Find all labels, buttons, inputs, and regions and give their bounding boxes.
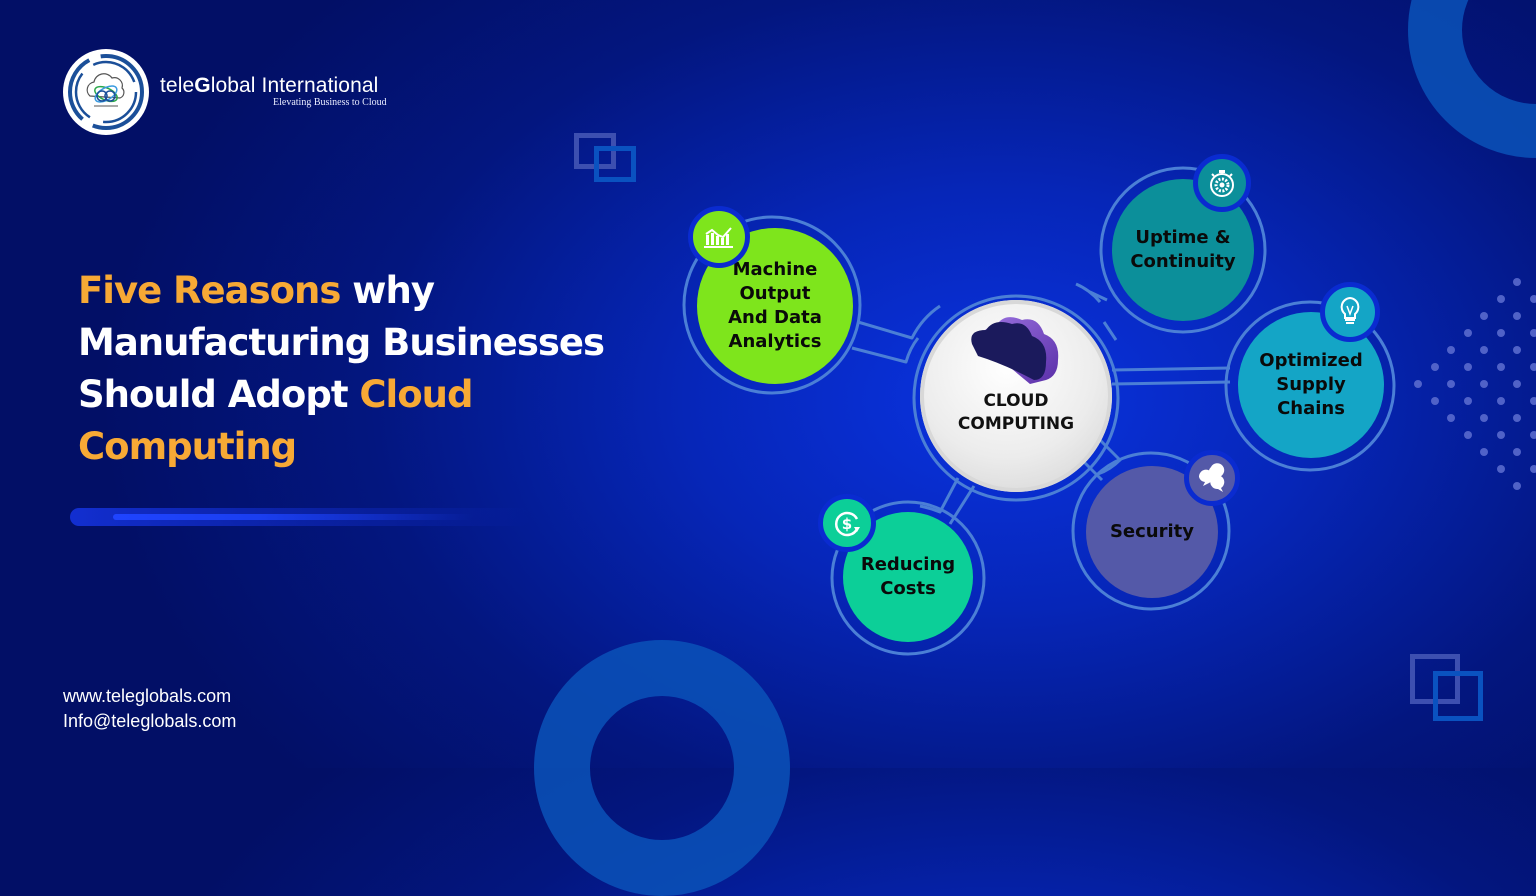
center-node-cloud-computing[interactable]: CLOUD COMPUTING [920,300,1112,492]
center-node-label: CLOUD COMPUTING [958,390,1074,436]
node-label-line: Costs [861,577,955,601]
node-label-line: Supply [1259,373,1362,397]
lightbulb-icon [1339,296,1361,328]
bar-chart-icon [703,225,735,249]
badge-machine-output [688,206,750,268]
node-label-line: Output [728,282,822,306]
node-label-line: Reducing [861,553,955,577]
chat-bubbles-icon [1195,463,1229,493]
svg-text:$: $ [842,515,852,533]
node-label-line: Chains [1259,397,1362,421]
dollar-refresh-icon: $ [831,507,863,539]
node-label-line: And Data [728,306,822,330]
badge-uptime [1193,154,1251,212]
node-label-line: Continuity [1130,250,1235,274]
badge-security [1184,450,1240,506]
node-label-line: Security [1110,520,1194,544]
badge-reducing-costs: $ [818,494,876,552]
node-label-line: Machine [728,258,822,282]
node-label-line: Optimized [1259,349,1362,373]
cloud-icon [964,314,1074,394]
center-label-line2: COMPUTING [958,413,1074,436]
node-label-line: Uptime & [1130,226,1235,250]
node-label-line: Analytics [728,330,822,354]
badge-supply-chains [1320,282,1380,342]
stopwatch-gear-icon [1207,168,1237,198]
